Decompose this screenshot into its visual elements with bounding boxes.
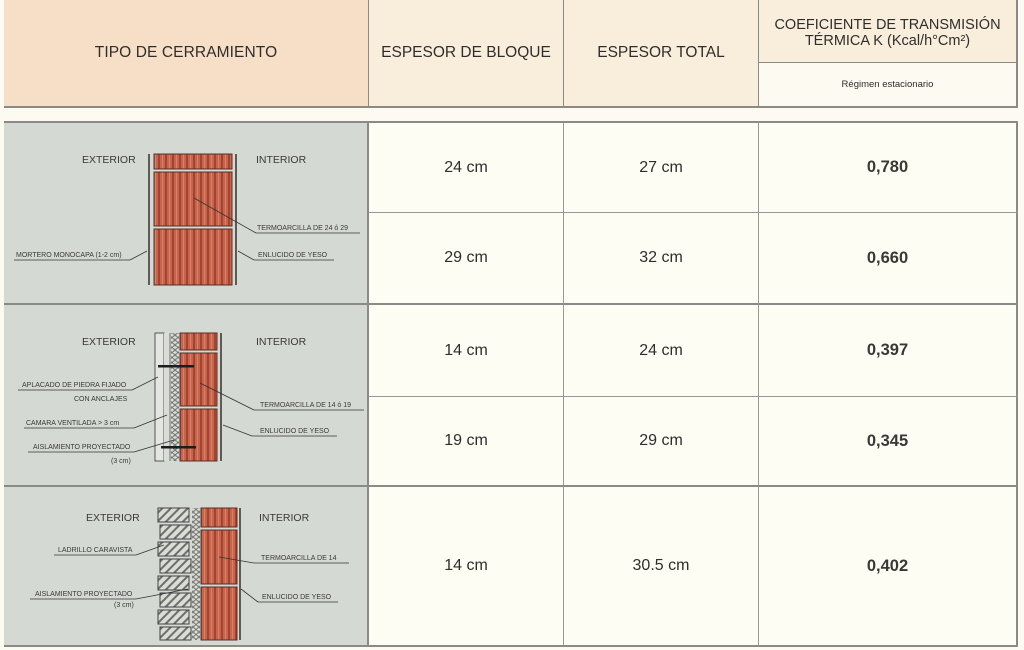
value: 32 cm — [639, 249, 683, 266]
diagram-2-label-aislamiento-espesor: (3 cm) — [111, 458, 131, 465]
value: 29 cm — [639, 432, 683, 449]
value: 29 cm — [444, 249, 488, 266]
diagram-1-label-mortero: MORTERO MONOCAPA (1-2 cm) — [16, 252, 122, 259]
diagram-2-label-termoarcilla: TERMOARCILLA DE 14 ó 19 — [260, 402, 351, 409]
cell-espesor-total: 24 cm — [564, 305, 759, 397]
value: 24 cm — [444, 158, 488, 176]
header-espesor-bloque: ESPESOR DE BLOQUE — [369, 0, 564, 108]
cell-espesor-bloque: 29 cm — [369, 213, 564, 305]
diagram-2-label-enlucido: ENLUCIDO DE YESO — [260, 428, 330, 435]
diagram-3-label-aislamiento: AISLAMIENTO PROYECTADO — [35, 591, 133, 598]
header-regimen-label: Régimen estacionario — [841, 79, 934, 90]
value: 14 cm — [444, 341, 488, 359]
value: 19 cm — [444, 432, 488, 449]
diagram-3-label-aislamiento-espesor: (3 cm) — [114, 602, 134, 609]
cell-espesor-bloque: 14 cm — [369, 305, 564, 397]
value: 0,780 — [866, 158, 909, 176]
diagram-3-exterior: EXTERIOR — [86, 512, 140, 524]
diagram-2-interior: INTERIOR — [256, 336, 307, 348]
value: 27 cm — [639, 158, 683, 176]
header-regimen: Régimen estacionario — [759, 63, 1018, 108]
value: 30.5 cm — [632, 557, 690, 574]
diagram-2-exterior: EXTERIOR — [82, 336, 136, 348]
cell-espesor-total: 27 cm — [564, 121, 759, 213]
diagram-3-label-termoarcilla: TERMOARCILLA DE 14 — [261, 555, 337, 562]
diagram-3-label-ladrillo: LADRILLO CARAVISTA — [58, 547, 133, 554]
diagram-3-interior: INTERIOR — [259, 512, 310, 524]
header-coeficiente: COEFICIENTE DE TRANSMISIÓN TÉRMICA K (Kc… — [759, 0, 1018, 63]
header-tipo-label: TIPO DE CERRAMIENTO — [94, 44, 278, 61]
diagram-1-exterior: EXTERIOR — [82, 154, 136, 166]
value: 0,402 — [866, 556, 909, 575]
cell-espesor-total: 30.5 cm — [564, 487, 759, 647]
diagram-2-label-anclajes: CON ANCLAJES — [74, 396, 128, 403]
value: 0,660 — [866, 248, 909, 267]
wall-section-diagram-2: EXTERIOR INTERIOR APLACADO DE PIEDRA FIJ… — [18, 332, 364, 465]
header-coeficiente-line2: TÉRMICA K (Kcal/h°Cm²) — [804, 33, 971, 49]
cell-espesor-bloque: 19 cm — [369, 397, 564, 487]
value: 0,397 — [866, 341, 909, 359]
diagram-ladrillo-caravista: EXTERIOR INTERIOR LADRILLO CARAVISTA AIS… — [4, 487, 369, 647]
header-espesor-bloque-label: ESPESOR DE BLOQUE — [381, 44, 551, 61]
wall-section-diagram-1: EXTERIOR INTERIOR TERMOARCILLA DE 24 ó 2… — [14, 153, 360, 286]
cell-espesor-total: 32 cm — [564, 213, 759, 305]
diagram-1-interior: INTERIOR — [256, 154, 307, 166]
header-tipo-cerramiento: TIPO DE CERRAMIENTO — [4, 0, 369, 108]
diagram-3-label-enlucido: ENLUCIDO DE YESO — [262, 594, 332, 601]
value: 24 cm — [639, 341, 683, 359]
header-espesor-total: ESPESOR TOTAL — [564, 0, 759, 108]
cell-coeficiente-k: 0,397 — [759, 305, 1018, 397]
diagram-2-label-camara: CAMARA VENTILADA > 3 cm — [26, 420, 119, 427]
cell-coeficiente-k: 0,345 — [759, 397, 1018, 487]
cell-espesor-bloque: 24 cm — [369, 121, 564, 213]
diagram-monocapa: EXTERIOR INTERIOR TERMOARCILLA DE 24 ó 2… — [4, 121, 369, 305]
cell-coeficiente-k: 0,402 — [759, 487, 1018, 647]
header-coeficiente-line1: COEFICIENTE DE TRANSMISIÓN — [774, 17, 1001, 33]
value: 14 cm — [444, 557, 488, 574]
header-espesor-total-label: ESPESOR TOTAL — [597, 44, 725, 61]
diagram-1-label-termoarcilla: TERMOARCILLA DE 24 ó 29 — [257, 225, 348, 232]
cell-coeficiente-k: 0,780 — [759, 121, 1018, 213]
value: 0,345 — [866, 431, 909, 450]
cell-espesor-bloque: 14 cm — [369, 487, 564, 647]
wall-section-diagram-3: EXTERIOR INTERIOR LADRILLO CARAVISTA AIS… — [30, 507, 349, 641]
diagram-aplacado-piedra: EXTERIOR INTERIOR APLACADO DE PIEDRA FIJ… — [4, 305, 369, 487]
diagram-1-label-enlucido: ENLUCIDO DE YESO — [258, 252, 328, 259]
diagram-2-label-aplacado: APLACADO DE PIEDRA FIJADO — [22, 382, 127, 389]
cell-espesor-total: 29 cm — [564, 397, 759, 487]
cell-coeficiente-k: 0,660 — [759, 213, 1018, 305]
diagram-2-label-aislamiento: AISLAMIENTO PROYECTADO — [33, 444, 131, 451]
